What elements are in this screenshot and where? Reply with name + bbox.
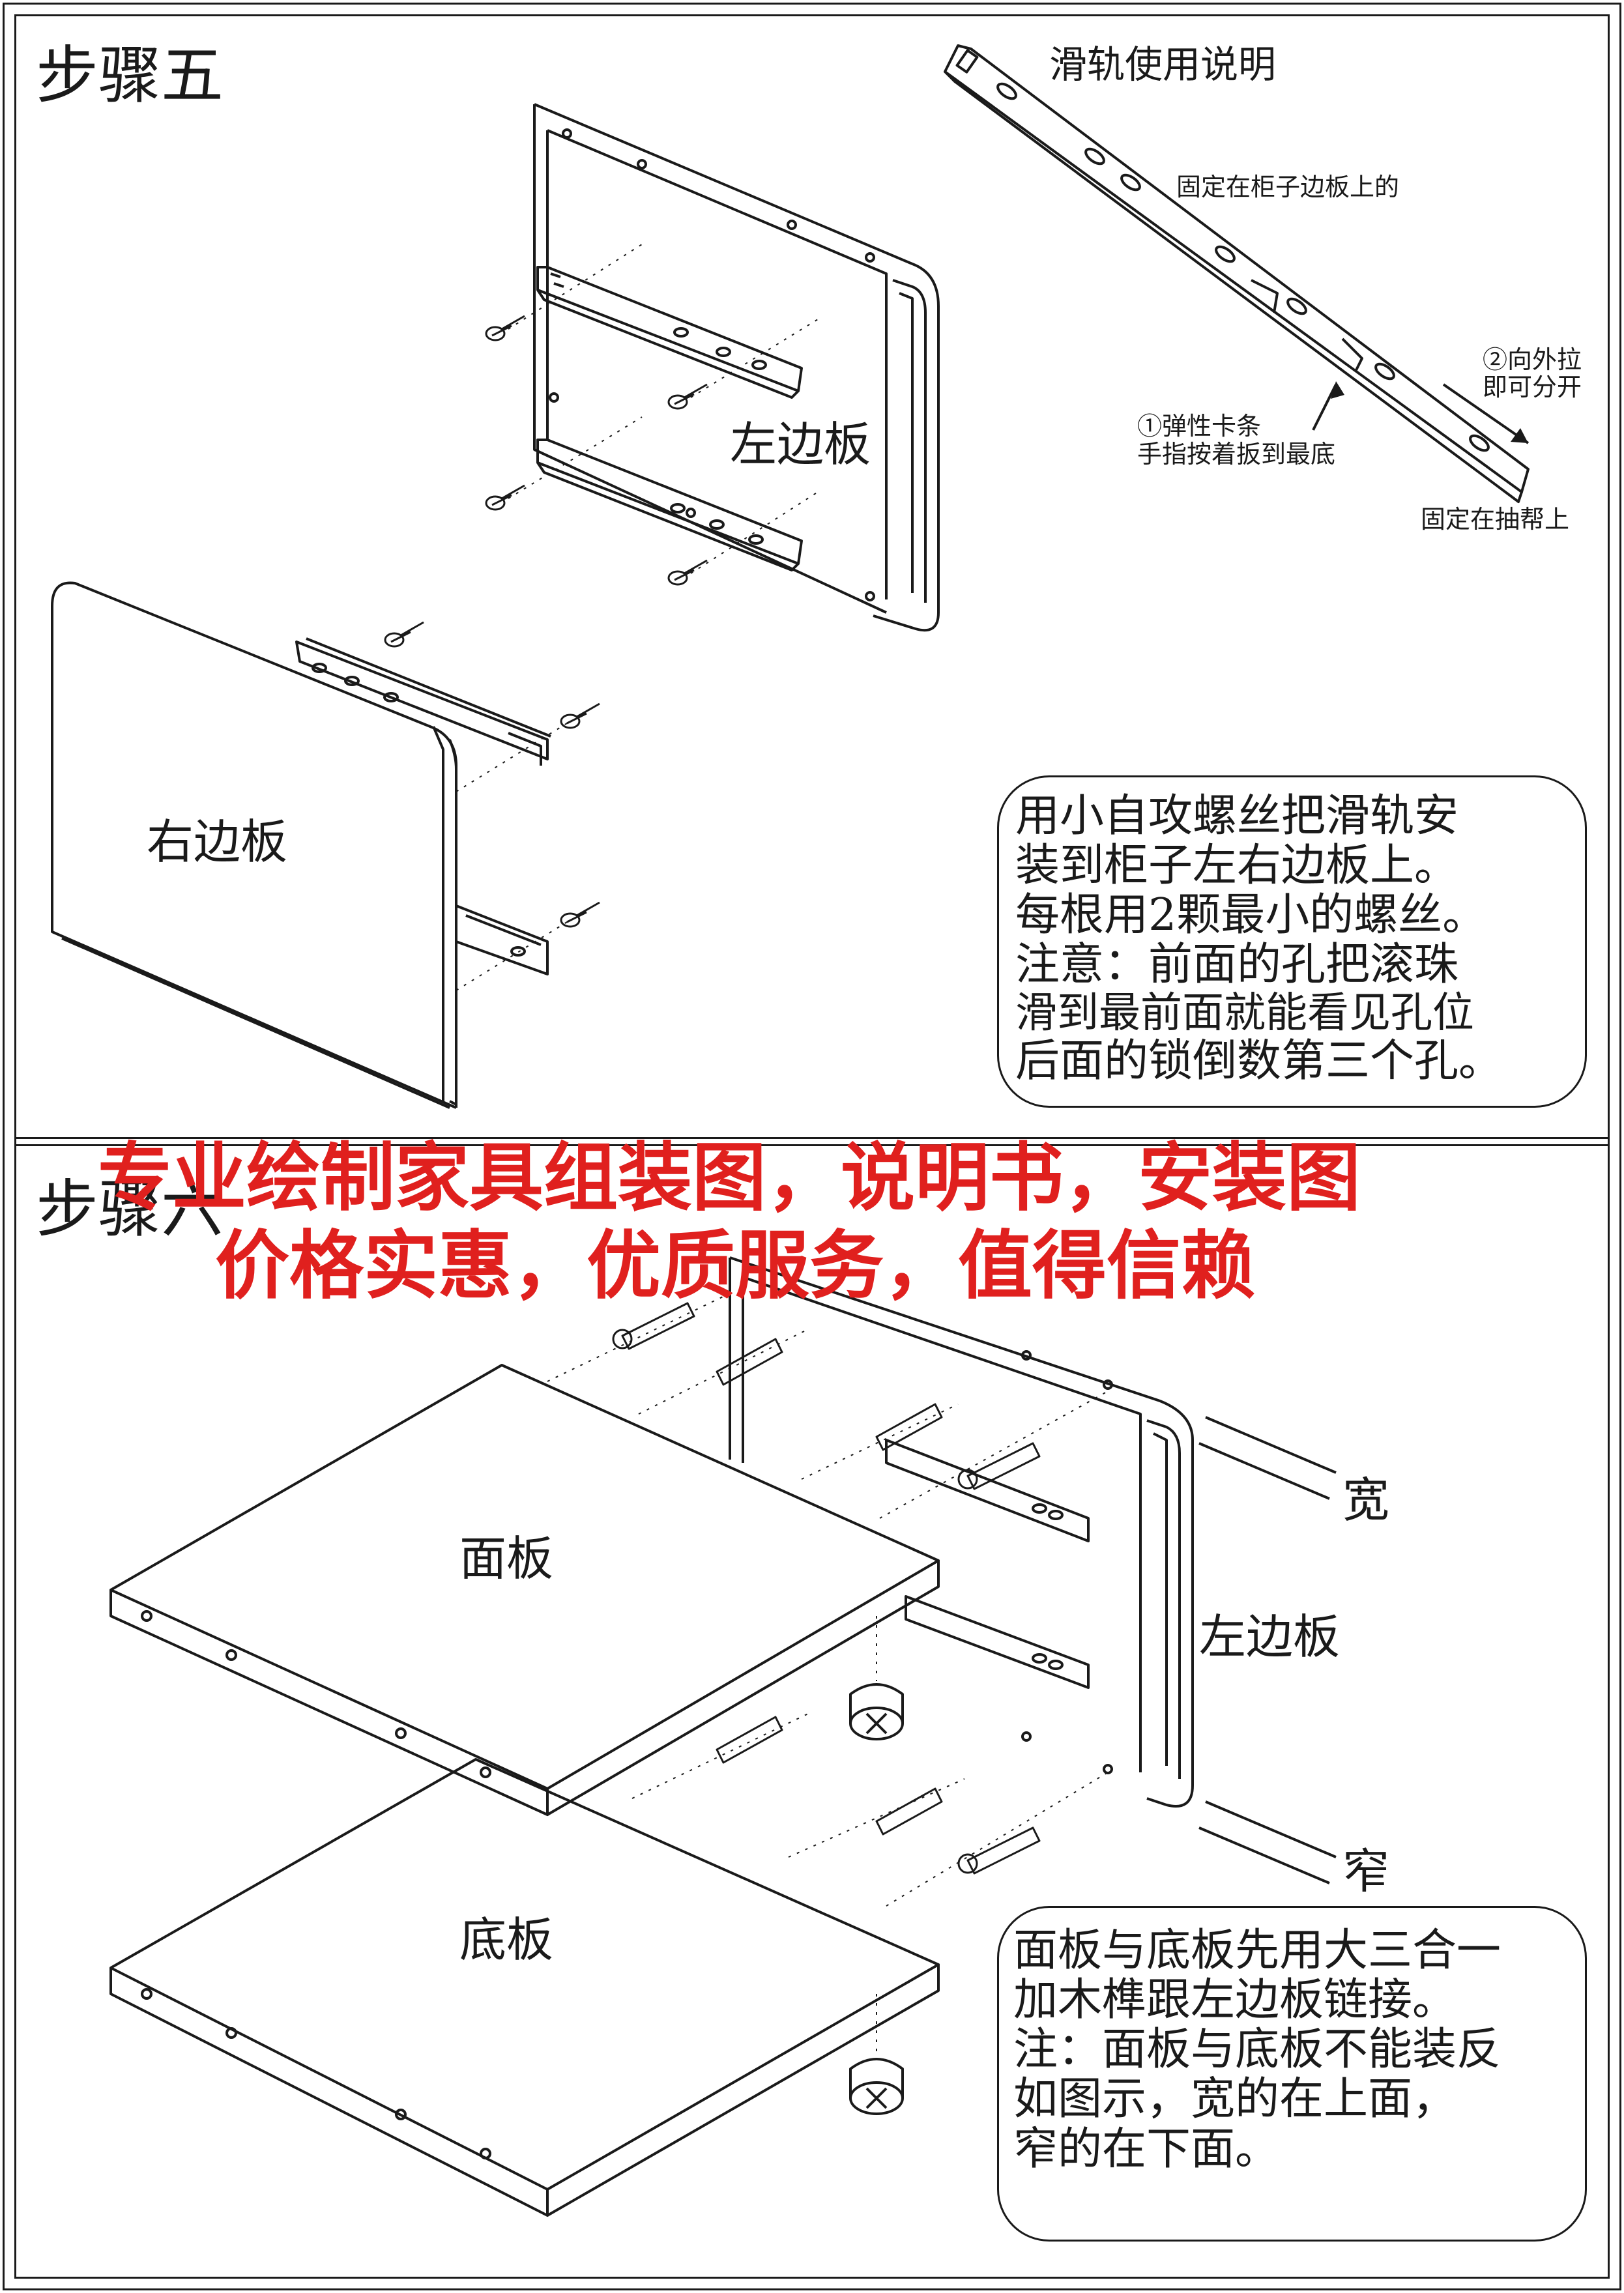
narrow-indicator-lines	[1198, 1800, 1337, 1884]
section-divider	[14, 1137, 1610, 1146]
step5-note-box: 用小自攻螺丝把滑轨安 装到柜子左右边板上。 每根用2颗最小的螺丝。 注意：前面的…	[997, 775, 1587, 1108]
step6-lower-rail	[905, 1595, 1090, 1689]
wide-indicator-lines	[1198, 1416, 1337, 1500]
clip-arrow-head	[1331, 381, 1344, 399]
step6-note-line: 窄的在下面。	[1013, 2123, 1280, 2175]
left-side-panel-drawing	[533, 103, 940, 632]
outer-border	[3, 3, 1621, 2290]
step6-note-line: 面板与底板先用大三合一	[1013, 1925, 1501, 1976]
step5-note-line: 装到柜子左右边板上。	[1015, 840, 1459, 892]
cam-lock-bottom	[849, 2058, 904, 2115]
rail-clip-line2: 手指按着扳到最底	[1137, 440, 1336, 469]
wide-label: 宽	[1342, 1473, 1390, 1527]
top-panel-drawing	[109, 1364, 940, 1816]
step5-note-line: 用小自攻螺丝把滑轨安	[1015, 790, 1459, 842]
bottom-panel-drawing	[109, 1758, 940, 2217]
clip-arrow-line	[1312, 384, 1337, 431]
step5-title: 步骤五	[36, 39, 224, 112]
lower-rail-left-panel	[536, 439, 803, 571]
dowels-and-bolts	[612, 1302, 1041, 1875]
rail-pull-out-line2: 即可分开	[1483, 373, 1582, 401]
rail-clip-line1: ①弹性卡条	[1137, 412, 1262, 440]
watermark-line2: 价格实惠，优质服务，值得信赖	[215, 1222, 1256, 1309]
step6-note-line: 如图示，宽的在上面，	[1013, 2073, 1457, 2126]
step5-note-line: 后面的锁倒数第三个孔。	[1015, 1035, 1503, 1088]
inner-border	[14, 14, 1610, 2279]
pull-arrow-head	[1511, 428, 1528, 443]
pull-arrow-line	[1442, 383, 1530, 444]
step5-note-line: 每根用2颗最小的螺丝。	[1015, 889, 1487, 942]
watermark-line1: 专业绘制家具组装图，说明书，安装图	[98, 1134, 1361, 1221]
screws-left-panel	[485, 315, 708, 586]
right-side-panel-drawing	[51, 581, 457, 1109]
left-panel-label: 左边板	[730, 417, 871, 472]
step5-note-line: 滑到最前面就能看见孔位	[1015, 988, 1474, 1037]
lower-rail-right-panel	[456, 904, 549, 975]
step6-left-panel-label: 左边板	[1199, 1609, 1341, 1664]
screws-right-panel	[384, 621, 600, 928]
step6-note-line: 加木榫跟左边板链接。	[1013, 1974, 1457, 2026]
screw-guide-lines-left	[508, 244, 819, 574]
rail-instructions-title: 滑轨使用说明	[1049, 42, 1277, 87]
upper-rail-left-panel	[536, 266, 803, 399]
right-panel-label: 右边板	[147, 815, 288, 869]
upper-rail-right-panel	[295, 637, 551, 766]
rail-fixed-to-cabinet: 固定在柜子边板上的	[1176, 173, 1400, 201]
rail-fixed-to-drawer: 固定在抽帮上	[1421, 505, 1570, 534]
step5-note-line: 注意：前面的孔把滚珠	[1015, 939, 1459, 991]
narrow-label: 窄	[1342, 1844, 1390, 1899]
step6-upper-rail	[885, 1439, 1090, 1542]
bottom-panel-label: 底板	[459, 1912, 554, 1967]
top-panel-label: 面板	[459, 1531, 554, 1586]
slide-rail-explanation-drawing	[944, 44, 1530, 503]
step6-note-box: 面板与底板先用大三合一 加木榫跟左边板链接。 注：面板与底板不能装反 如图示，宽…	[997, 1906, 1587, 2242]
step6-note-line: 注：面板与底板不能装反	[1013, 2024, 1501, 2076]
step6-title: 步骤六	[36, 1173, 224, 1246]
step6-guide-lines	[547, 1290, 1109, 2056]
rail-pull-out-line1: ②向外拉	[1483, 345, 1582, 374]
step6-left-side-panel	[729, 1256, 1194, 1808]
cam-lock-top	[849, 1683, 904, 1740]
